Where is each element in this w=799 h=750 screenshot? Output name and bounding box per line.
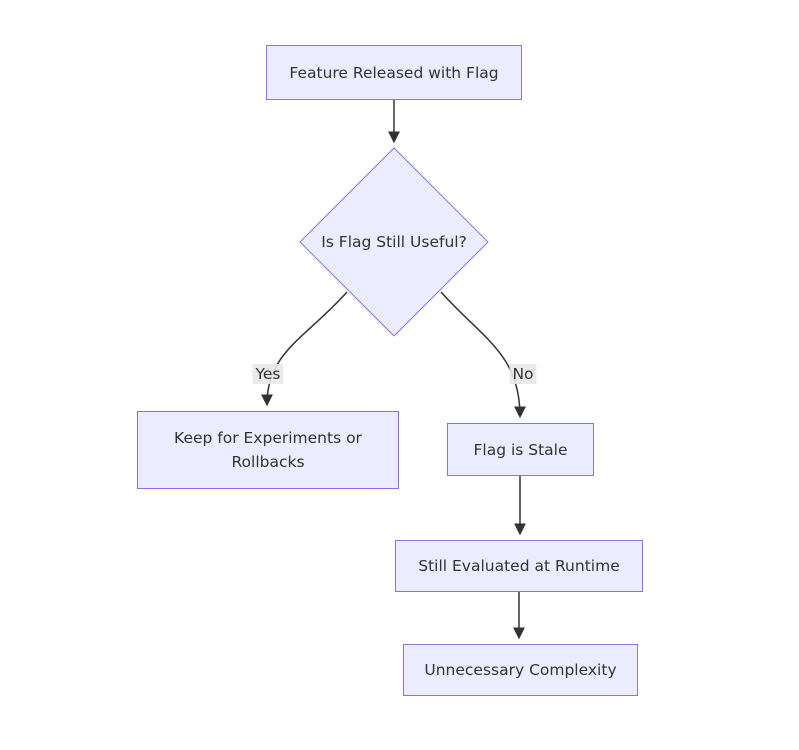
node-flag-stale-label: Flag is Stale [473,440,568,459]
decision-diamond-shape [299,147,489,337]
node-keep-experiments: Keep for Experiments or Rollbacks [137,411,399,489]
edge-decision-to-stale [440,291,526,419]
node-feature-released-label: Feature Released with Flag [289,63,499,82]
node-unnecessary-complexity: Unnecessary Complexity [403,644,638,696]
edge-label-yes: Yes [252,364,284,384]
edge-label-no: No [509,364,537,384]
node-still-evaluated-label: Still Evaluated at Runtime [418,557,620,575]
node-flag-stale: Flag is Stale [447,423,594,476]
node-is-flag-useful-label: Is Flag Still Useful? [321,233,467,251]
node-unnecessary-complexity-label: Unnecessary Complexity [424,661,617,679]
node-keep-experiments-label: Keep for Experiments or Rollbacks [174,429,362,471]
node-still-evaluated: Still Evaluated at Runtime [395,540,643,592]
node-feature-released: Feature Released with Flag [266,45,522,100]
edge-decision-to-keep [261,291,348,407]
node-is-flag-useful: Is Flag Still Useful? [300,148,488,336]
